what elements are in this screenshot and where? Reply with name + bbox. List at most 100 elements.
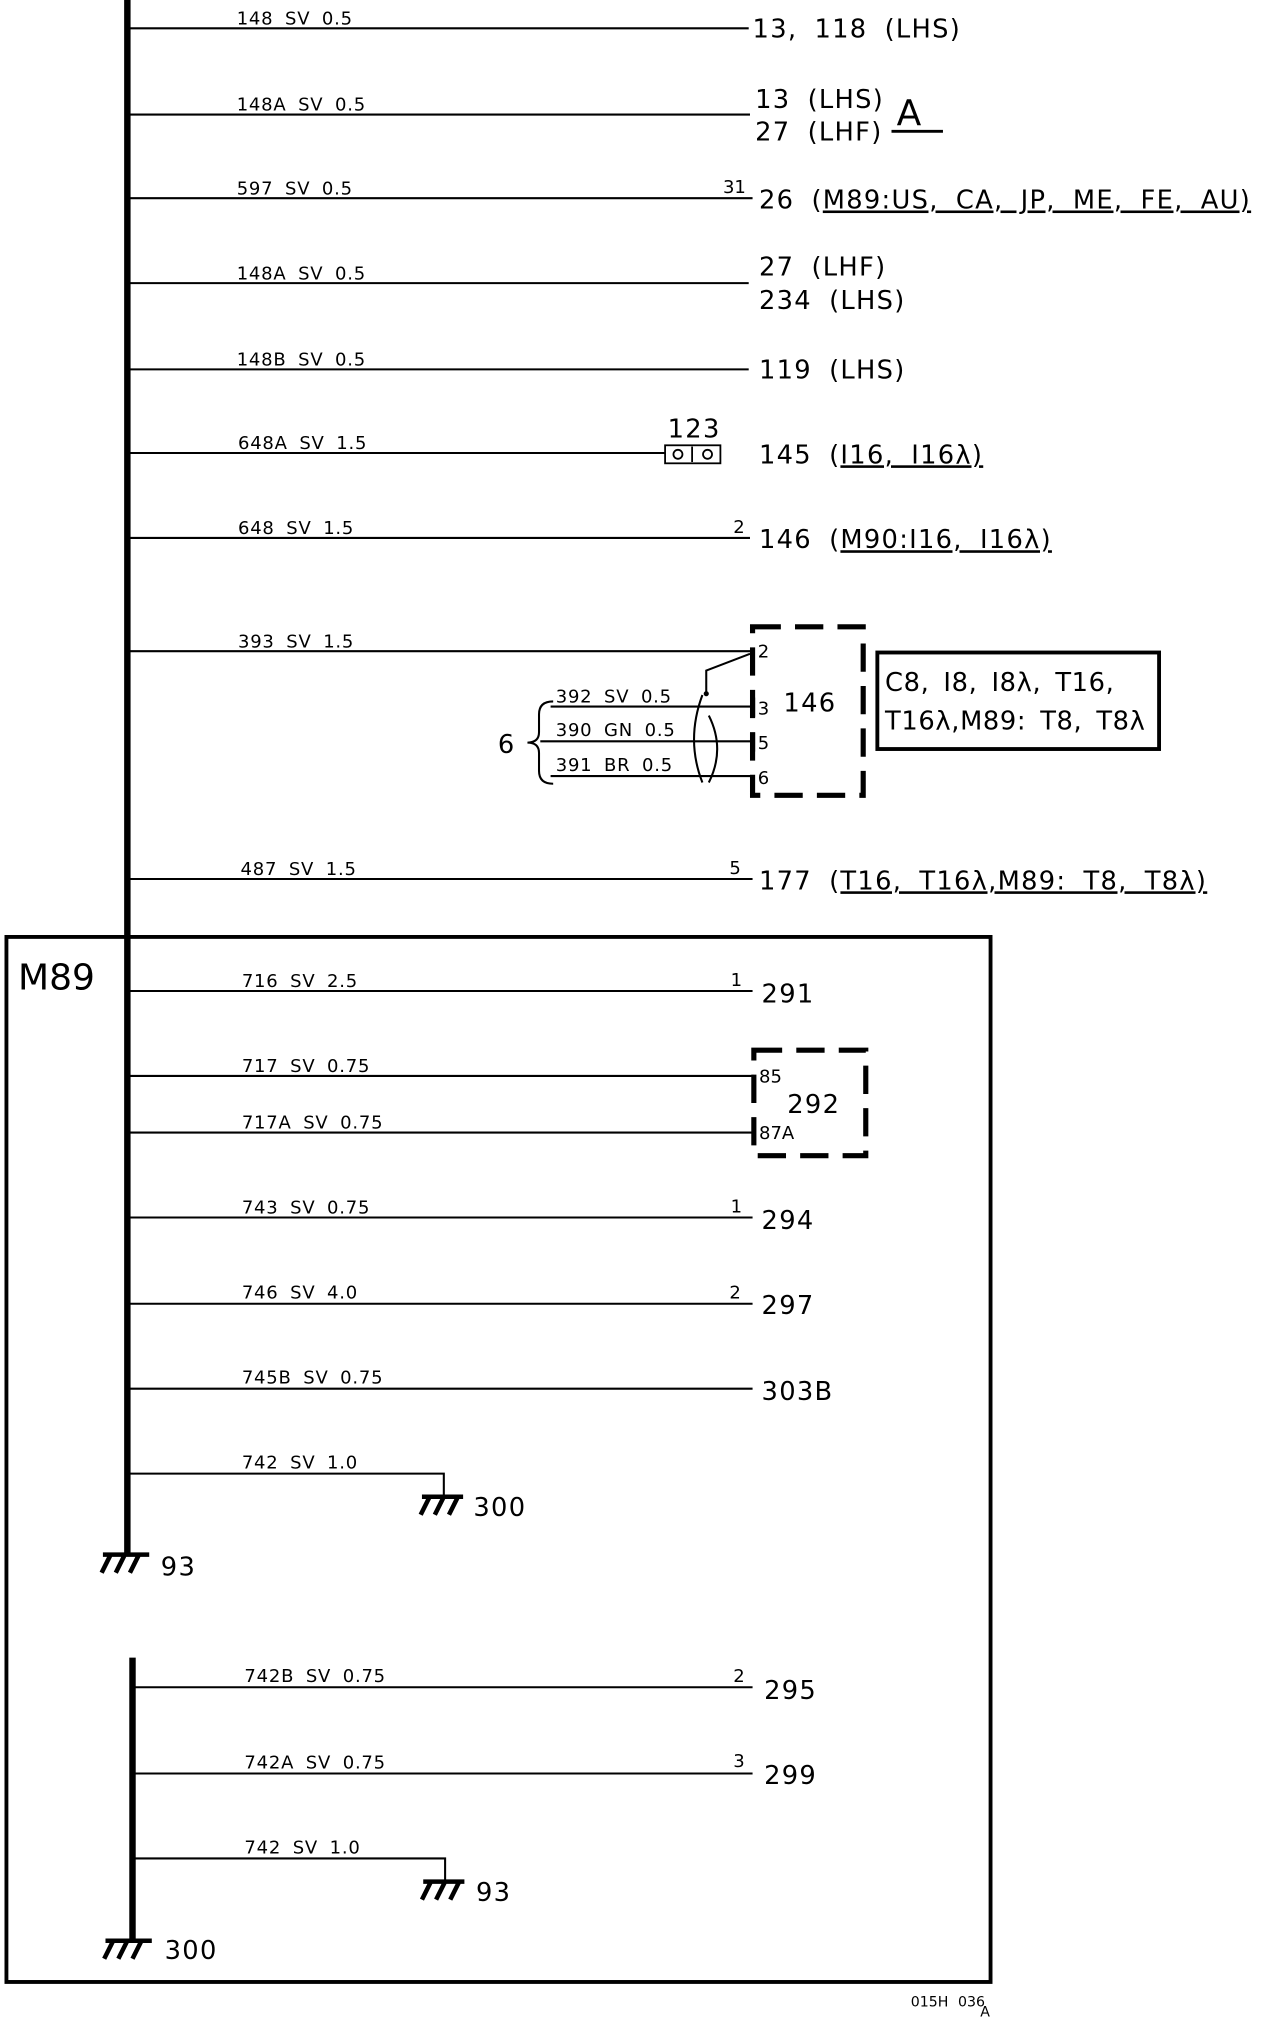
destination-variant-note: M89:US, CA, JP, ME, FE, AU) [823, 185, 1251, 215]
wire-label: 742 SV 1.0 [244, 1837, 360, 1858]
wire-destination: 299 [764, 1761, 817, 1791]
wire-label: 717 SV 0.75 [242, 1056, 370, 1077]
section-title: M89 [18, 958, 95, 999]
pin-number: 6 [758, 768, 769, 789]
twisted-group-label: 6 [498, 730, 516, 760]
wire-destination: 13 (LHS) [755, 85, 884, 115]
pin-number: 87A [759, 1123, 795, 1144]
destination-ref: 145 ( [759, 440, 840, 470]
pin-number: 2 [729, 1283, 740, 1304]
ground-label: 300 [473, 1493, 526, 1523]
connector-pin [702, 448, 713, 460]
wire-destination: 234 (LHS) [759, 286, 906, 316]
wire-label: 746 SV 4.0 [242, 1283, 358, 1304]
wire-group: 487 SV 1.5 5 177 (T16, T16λ,M89: T8, T8λ… [127, 858, 1207, 896]
twisted-pair-brace [527, 700, 554, 785]
wire-label: 390 GN 0.5 [556, 720, 676, 741]
wire-label: 648A SV 1.5 [238, 433, 367, 454]
pin-number: 1 [731, 1196, 742, 1217]
pin-number: 2 [733, 517, 744, 538]
component-146: 2 3 5 6 146 392 SV 0.5 390 GN 0.5 391 BR… [498, 624, 1162, 798]
wire-destination: 295 [764, 1676, 817, 1706]
wire-destination: 297 [762, 1291, 815, 1321]
variant-text: T16λ,M89: T8, T8λ [884, 707, 1145, 737]
wire-group: 148A SV 0.5 27 (LHF) 234 (LHS) [127, 252, 906, 316]
ground-symbol [99, 1552, 150, 1574]
twisted-pair-shield [693, 694, 704, 783]
pin-number: 3 [733, 1751, 744, 1772]
pin-number: 31 [723, 177, 746, 198]
connector-label: 123 [668, 415, 721, 445]
pin-number: 5 [758, 733, 769, 754]
wire-label: 742A SV 0.75 [244, 1752, 385, 1773]
wire-group: 597 SV 0.5 31 26 (M89:US, CA, JP, ME, FE… [127, 177, 1251, 215]
m89-section: M89 716 SV 2.5 1 291 717 SV 0.75 717A SV… [4, 934, 993, 1984]
pin-number: 2 [733, 1666, 744, 1687]
wire-line [127, 1472, 445, 1497]
wire-label: 148 SV 0.5 [237, 8, 353, 29]
wire-group: 148A SV 0.5 13 (LHS) 27 (LHF) A [127, 85, 943, 147]
variant-text: C8, I8, I8λ, T16, [885, 668, 1114, 698]
ground-label: 300 [165, 1936, 218, 1966]
component-label: 146 [783, 689, 836, 719]
shield-drain-line [705, 652, 751, 693]
pin-number: 5 [729, 858, 740, 879]
wire-group: 148B SV 0.5 119 (LHS) [127, 350, 906, 385]
destination-ref: 26 ( [759, 185, 823, 215]
wire-label: 745B SV 0.75 [242, 1368, 384, 1389]
wire-destination: 119 (LHS) [759, 355, 906, 385]
inline-connector [664, 444, 722, 465]
drawing-number: 015H 036 [911, 1994, 985, 2010]
wire-label: 716 SV 2.5 [242, 971, 358, 992]
wire-group: 148 SV 0.5 13, 118 (LHS) [127, 8, 962, 44]
wire-destination: 27 (LHF) [759, 252, 886, 282]
wire-destination: 291 [762, 980, 815, 1010]
wire-label: 742B SV 0.75 [244, 1666, 386, 1687]
pin-number: 1 [731, 970, 742, 991]
wire-label: 148A SV 0.5 [237, 263, 366, 284]
component-label: 292 [787, 1090, 840, 1120]
destination-ref: 146 ( [759, 525, 840, 555]
m89-frame [4, 934, 993, 1984]
reference-mark: A [897, 93, 922, 134]
ground-symbol [419, 1879, 465, 1901]
destination-variant-note: I16, I16λ) [840, 440, 983, 470]
wire-group: 648A SV 1.5 123 145 (I16, I16λ) [127, 415, 983, 470]
pin-number: 85 [759, 1066, 782, 1087]
wire-destination: 27 (LHF) [755, 117, 882, 147]
wire-label: 597 SV 0.5 [237, 178, 353, 199]
pin-number: 3 [758, 698, 769, 719]
wire-label: 487 SV 1.5 [241, 859, 357, 880]
ground-symbol [102, 1938, 152, 1960]
destination-variant-note: T16, T16λ,M89: T8, T8λ) [839, 866, 1207, 896]
wire-group: 648 SV 1.5 2 146 (M90:I16, I16λ) [127, 517, 1052, 555]
wire-label: 743 SV 0.75 [242, 1198, 370, 1219]
variant-box [875, 650, 1162, 751]
wire-label: 148A SV 0.5 [237, 95, 366, 116]
destination-variant-note: M90:I16, I16λ) [840, 525, 1052, 555]
ground-label: 93 [161, 1552, 196, 1582]
wire-label: 717A SV 0.75 [242, 1113, 383, 1134]
wire-destination: 13, 118 (LHS) [753, 14, 962, 44]
wire-label: 648 SV 1.5 [238, 518, 354, 539]
ground-label: 93 [476, 1878, 511, 1908]
connector-pin [672, 448, 684, 460]
wire-destination: 145 (I16, I16λ) [759, 440, 983, 470]
wire-destination: 294 [762, 1206, 815, 1236]
wire-label: 742 SV 1.0 [242, 1452, 358, 1473]
wire-label: 393 SV 1.5 [238, 631, 354, 652]
wire-line [132, 1857, 447, 1882]
wire-group: 393 SV 1.5 [127, 631, 753, 652]
twisted-pair-shield [707, 715, 719, 783]
destination-ref: 177 ( [759, 866, 840, 896]
ground-symbol [418, 1494, 464, 1516]
wire-label: 391 BR 0.5 [556, 755, 673, 776]
connector-body [664, 444, 722, 465]
wire-label: 392 SV 0.5 [556, 687, 672, 708]
wire-destination: 146 (M90:I16, I16λ) [759, 525, 1052, 555]
dashed-component-box [751, 1047, 869, 1159]
wire-destination: 26 (M89:US, CA, JP, ME, FE, AU) [759, 185, 1251, 215]
wire-destination: 177 (T16, T16λ,M89: T8, T8λ) [759, 866, 1207, 896]
wire-destination: 303B [762, 1377, 834, 1407]
